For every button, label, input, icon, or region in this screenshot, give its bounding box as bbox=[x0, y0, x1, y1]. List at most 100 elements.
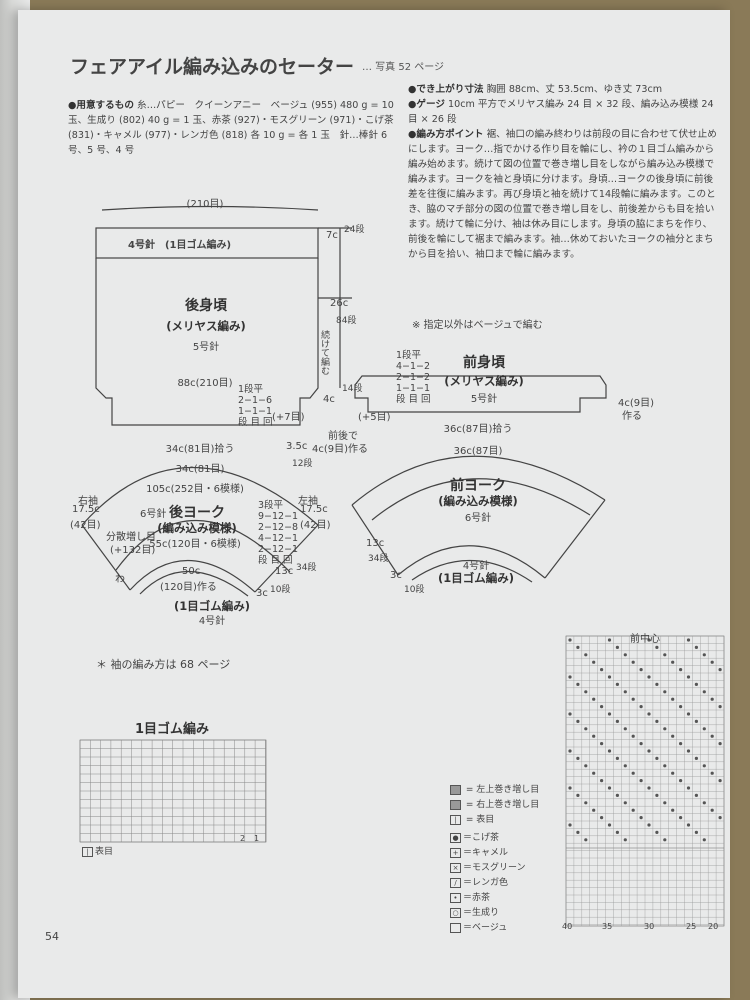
back-side-4c: 4c bbox=[323, 394, 335, 405]
back-yoke-inner bbox=[129, 560, 256, 593]
front-row: 1段平 bbox=[396, 350, 422, 361]
legend-text: ＝モスグリーン bbox=[463, 863, 526, 873]
dot-icon: ● bbox=[450, 832, 461, 843]
gusset-height: 3.5c bbox=[286, 441, 308, 452]
legend-text: ＝ベージュ bbox=[463, 923, 508, 933]
back-body-height: 26c bbox=[330, 298, 349, 309]
dispersed-increase-value: (+132目) bbox=[110, 545, 156, 556]
page-number: 54 bbox=[45, 930, 59, 943]
center-front-label: 前中心 bbox=[630, 634, 660, 645]
materials-text: 糸…パピー クイーンアニー ベージュ (955) 480 g = 10 玉、生成… bbox=[68, 100, 394, 156]
gauge-text: 10cm 平方でメリヤス編み 24 目 × 32 段、編み込み模様 24 目 ×… bbox=[408, 99, 714, 125]
dec-row: 1−1−1 bbox=[238, 406, 273, 417]
front-plus5: (+5目) bbox=[358, 412, 391, 423]
neck-make: (120目)作る bbox=[160, 582, 217, 593]
legend-text: ＝赤茶 bbox=[463, 893, 491, 903]
back-body-name: 後身頃 bbox=[185, 298, 227, 314]
back-plus7: (+7目) bbox=[272, 412, 305, 423]
back-yoke-10rows: 10段 bbox=[270, 585, 291, 595]
back-body-outline bbox=[95, 258, 319, 426]
back-yoke-13c: 13c bbox=[275, 566, 294, 577]
legend-item: ○＝生成り bbox=[450, 905, 499, 918]
front-yoke-needle4: 4号針 bbox=[462, 561, 490, 572]
materials-block: ●用意するもの 糸…パピー クイーンアニー ベージュ (955) 480 g =… bbox=[68, 98, 398, 158]
bullet-icon: • bbox=[450, 892, 461, 903]
back-body-needle: 5号針 bbox=[192, 342, 220, 353]
instructions-block: ●でき上がり寸法 胸囲 88cm、丈 53.5cm、ゆき丈 73cm ●ゲージ … bbox=[408, 82, 720, 262]
back-yoke-needle6: 6号針 bbox=[140, 509, 167, 520]
right-sleeve-stitches: (42目) bbox=[70, 520, 101, 531]
front-body-needle: 5号針 bbox=[470, 394, 498, 405]
back-yoke-mid bbox=[115, 519, 291, 573]
legend-item: ●＝こげ茶 bbox=[450, 830, 499, 843]
legend-item: •＝赤茶 bbox=[450, 890, 490, 903]
legend-text: ＝生成り bbox=[463, 908, 500, 918]
dispersed-increase: 分散増し目 bbox=[106, 532, 156, 543]
back-rib-rect bbox=[95, 227, 319, 259]
back-width: 88c(210目) bbox=[177, 378, 233, 389]
points-label: ●編み方ポイント bbox=[408, 129, 484, 140]
legend-item: = 右上巻き増し目 bbox=[450, 797, 539, 810]
back-yoke-inner: 55c(120目・6模様) bbox=[149, 539, 241, 550]
front-yoke-name: 前ヨーク bbox=[450, 478, 506, 494]
yoke-row: 9−12−1 bbox=[258, 511, 299, 522]
right-increase-icon bbox=[450, 799, 461, 810]
back-yoke-outer: 105c(252目・6模様) bbox=[146, 484, 244, 495]
back-yoke-rib: (1目ゴム編み) bbox=[173, 599, 251, 613]
default-color-note: ※ 指定以外はベージュで編む bbox=[412, 320, 543, 331]
legend-item: | = 表目 bbox=[450, 812, 494, 825]
neck-width: 50c bbox=[182, 566, 201, 577]
front-yoke-outer bbox=[351, 455, 606, 506]
left-sleeve-width: 17.5c bbox=[300, 504, 328, 515]
continue-note: 続けて編む bbox=[319, 330, 329, 375]
back-yoke-name: 後ヨーク bbox=[169, 505, 225, 521]
front-row: 2−1−2 bbox=[396, 372, 431, 383]
dec-row: 2−1−6 bbox=[238, 395, 273, 406]
legend-item: ×＝モスグリーン bbox=[450, 860, 526, 873]
rib-col-2: 2 bbox=[240, 834, 246, 843]
front-row: 段 目 回 bbox=[396, 394, 431, 405]
right-sleeve-width: 17.5c bbox=[72, 504, 100, 515]
front-back-diff: 前後で bbox=[328, 431, 358, 442]
x-tick: 40 bbox=[562, 922, 573, 931]
sleeve-note: ＊ 袖の編み方は 68 ページ bbox=[96, 658, 231, 671]
back-yoke-34rows: 34段 bbox=[296, 563, 317, 573]
blank-icon bbox=[450, 922, 461, 933]
back-yoke-stitch: (編み込み模様) bbox=[157, 521, 237, 535]
legend-item: = 左上巻き増し目 bbox=[450, 782, 539, 795]
circle-icon: ○ bbox=[450, 907, 461, 918]
front-body-stitch: (メリヤス編み) bbox=[444, 374, 524, 388]
dec-row: 段 目 回 bbox=[238, 417, 273, 428]
x-tick: 25 bbox=[686, 922, 697, 931]
materials-label: ●用意するもの bbox=[68, 100, 134, 111]
plus-icon: + bbox=[450, 847, 461, 858]
diff-make: 4c(9目)作る bbox=[312, 444, 369, 455]
front-body-name: 前身頃 bbox=[463, 355, 505, 371]
front-yoke-3c: 3c bbox=[390, 570, 402, 581]
legend-item: +＝キャメル bbox=[450, 845, 508, 858]
front-yoke-inner bbox=[397, 545, 546, 579]
front-bottom-pickup: 36c(87目)拾う bbox=[443, 424, 513, 435]
x-tick: 20 bbox=[708, 922, 719, 931]
legend-item: /＝レンガ色 bbox=[450, 875, 508, 888]
gauge-line: ●ゲージ 10cm 平方でメリヤス編み 24 目 × 32 段、編み込み模様 2… bbox=[408, 97, 720, 127]
front-row: 1−1−1 bbox=[396, 383, 431, 394]
front-body-outline bbox=[354, 375, 607, 413]
legend-text: ＝キャメル bbox=[463, 848, 509, 858]
rib-col-1: 1 bbox=[254, 834, 260, 843]
back-dec-table: 1段平 2−1−6 1−1−1 段 目 回 bbox=[238, 384, 273, 428]
back-yoke-rows-table: 3段平 9−12−1 2−12−8 4−12−1 2−12−1 段 目 回 bbox=[258, 500, 298, 566]
gauge-label: ●ゲージ bbox=[408, 99, 445, 110]
back-yoke-3c: 3c bbox=[256, 588, 268, 599]
yoke-row: 2−12−8 bbox=[258, 522, 299, 533]
wa-label: わ bbox=[115, 574, 125, 585]
legend-text: 左上巻き増し目 bbox=[476, 785, 540, 795]
front-yoke-rib: (1目ゴム編み) bbox=[437, 571, 515, 585]
slash-icon: / bbox=[450, 877, 461, 888]
back-bottom-pickup: 34c(81目)拾う bbox=[165, 444, 235, 455]
legend-item: ＝ベージュ bbox=[450, 920, 507, 933]
front-yoke-13c: 13c bbox=[366, 538, 385, 549]
back-body-stitch: (メリヤス編み) bbox=[166, 319, 246, 333]
dec-row: 1段平 bbox=[238, 384, 264, 395]
